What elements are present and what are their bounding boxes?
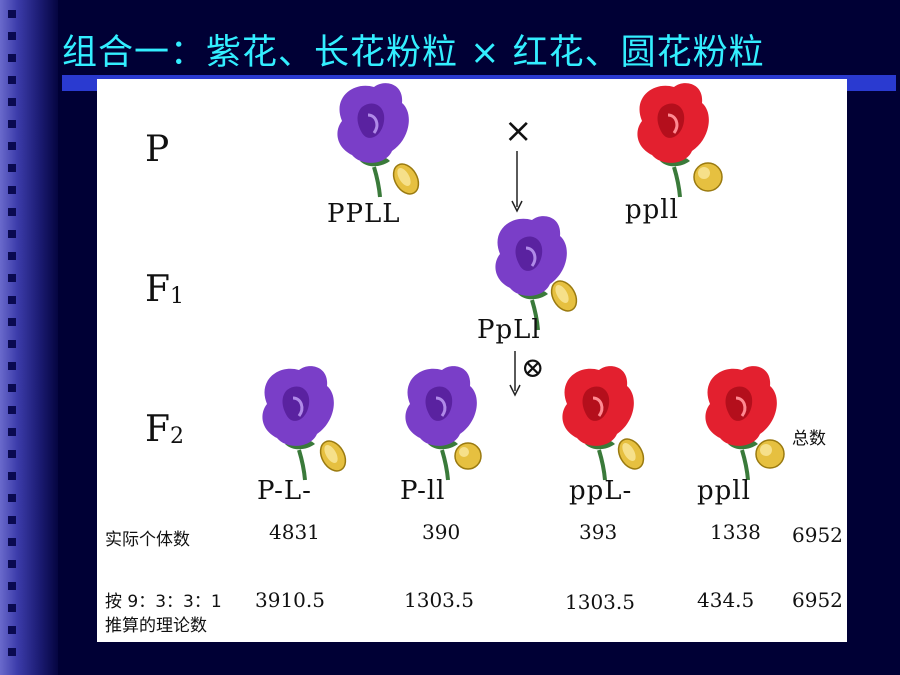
decorative-square (8, 76, 16, 84)
decorative-square (8, 604, 16, 612)
decorative-square (8, 362, 16, 370)
decorative-square (8, 428, 16, 436)
decorative-square (8, 340, 16, 348)
decorative-square (8, 32, 16, 40)
generation-label-f1: F1 (145, 269, 184, 310)
theory-count-total: 6952 (792, 588, 843, 612)
parent-right-genotype: ppll (625, 195, 679, 225)
cross-symbol: × (504, 111, 533, 151)
decorative-square (8, 230, 16, 238)
decorative-square (8, 274, 16, 282)
f1-purple-flower-icon (495, 216, 578, 331)
f2-phenotype-4: ppll (697, 476, 751, 506)
parent-purple-flower-icon (337, 83, 420, 198)
decorative-square (8, 450, 16, 458)
parent-red-flower-icon (637, 83, 723, 198)
decorative-square (8, 120, 16, 128)
f2-red-long-flower-icon (562, 366, 645, 481)
cross-arrow (511, 151, 523, 213)
actual-count-4: 1338 (710, 520, 761, 544)
decorative-square (8, 494, 16, 502)
f2-phenotype-1: P-L- (257, 476, 312, 506)
decorative-square (8, 208, 16, 216)
decorative-square (8, 98, 16, 106)
selfing-arrow (509, 351, 521, 397)
decorative-square (8, 582, 16, 590)
generation-label-f2: F2 (145, 409, 184, 450)
total-column-header: 总数 (792, 429, 826, 449)
actual-count-2: 390 (422, 520, 461, 544)
f2-phenotype-3: ppL- (569, 476, 633, 506)
decorative-square (8, 538, 16, 546)
decorative-square (8, 560, 16, 568)
actual-count-total: 6952 (792, 523, 843, 547)
decorative-square (8, 384, 16, 392)
f1-genotype: PpLl (477, 315, 541, 345)
f2-phenotype-2: P-ll (400, 476, 446, 506)
decorative-square (8, 54, 16, 62)
actual-count-3: 393 (579, 520, 618, 544)
generation-label-p: P (145, 129, 170, 170)
decorative-square (8, 516, 16, 524)
slide-title: 组合一：紫花、长花粉粒 × 红花、圆花粉粒 (62, 33, 765, 73)
decorative-square (8, 142, 16, 150)
decorative-square (8, 10, 16, 18)
theory-label-line2: 推算的理论数 (105, 616, 207, 636)
theory-count-2: 1303.5 (404, 588, 474, 612)
theory-count-1: 3910.5 (255, 588, 325, 612)
genetics-diagram-panel: P F1 F2 PPLL ppll × (97, 79, 847, 642)
theory-count-4: 434.5 (697, 588, 755, 612)
theory-label-line1: 按 9：3：3：1 (105, 592, 222, 612)
decorative-square (8, 186, 16, 194)
f2-red-round-flower-icon (705, 366, 785, 481)
f2-purple-long-flower-icon (262, 366, 347, 481)
parent-left-genotype: PPLL (327, 199, 401, 229)
selfing-symbol: ⊗ (521, 351, 545, 384)
decorative-square (8, 164, 16, 172)
decorative-square (8, 472, 16, 480)
decorative-square (8, 626, 16, 634)
decorative-square (8, 318, 16, 326)
actual-count-label: 实际个体数 (105, 530, 190, 550)
f2-purple-round-flower-icon (405, 366, 482, 481)
decorative-square (8, 406, 16, 414)
decorative-square (8, 648, 16, 656)
theory-count-3: 1303.5 (565, 590, 635, 614)
actual-count-1: 4831 (269, 520, 320, 544)
decorative-square (8, 296, 16, 304)
decorative-square (8, 252, 16, 260)
